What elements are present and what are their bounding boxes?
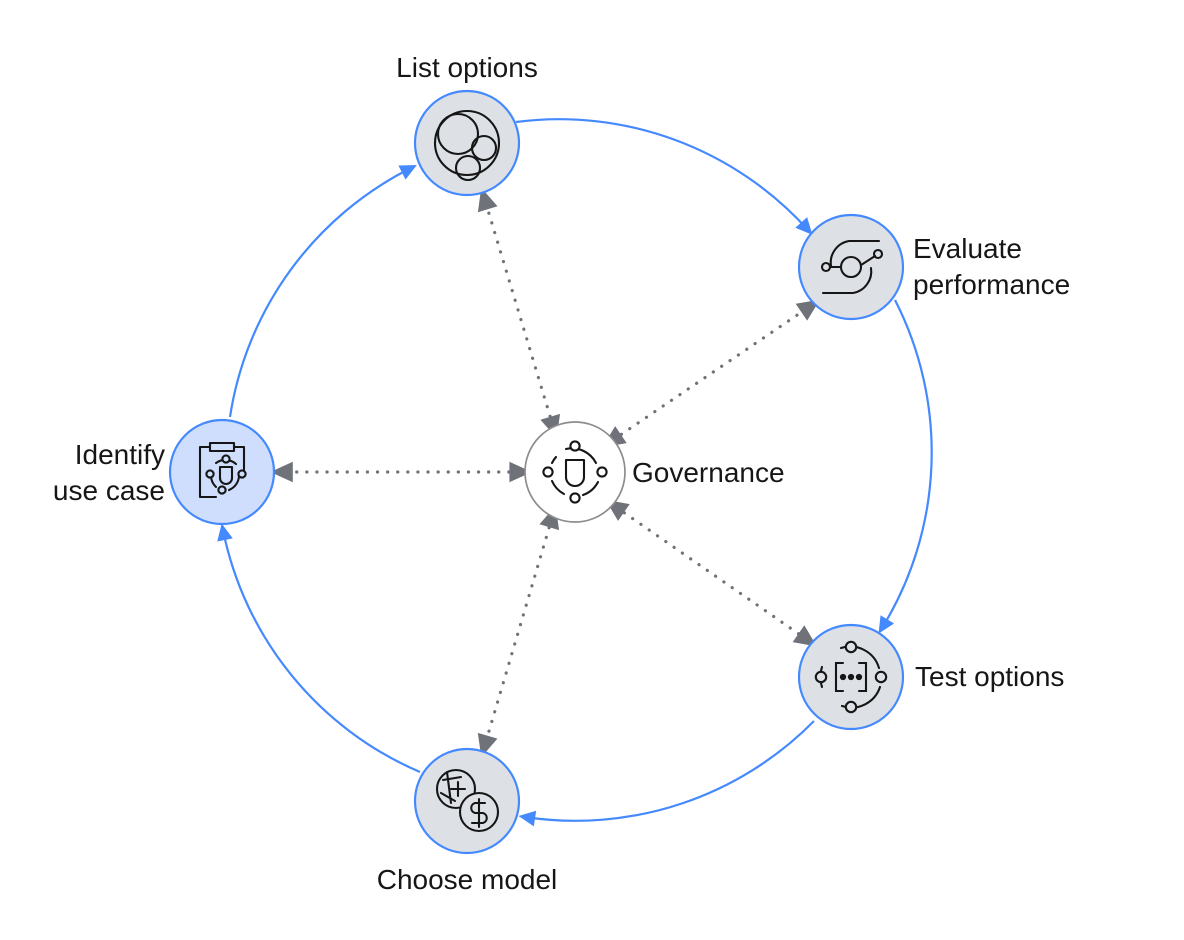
node-test-options[interactable] (797, 623, 905, 731)
cycle-edge-identify-to-list (228, 165, 417, 418)
shield-orbit-icon (542, 440, 608, 504)
node-label-test-options: Test options (915, 661, 1065, 692)
node-identify-use-case-circle[interactable] (168, 418, 276, 526)
hub-edge-governance-test (605, 499, 817, 647)
hub-edge-governance-choose (477, 505, 560, 758)
node-choose-model[interactable] (413, 747, 521, 855)
brackets-orbit-icon (814, 640, 888, 714)
node-label-governance: Governance (632, 457, 785, 488)
clipboard-shield-icon (198, 441, 247, 499)
cycle-edge-evaluate-to-test (878, 299, 933, 634)
node-label-identify-use-case: Identify use case (52, 439, 165, 506)
node-evaluate-performance[interactable] (797, 213, 905, 321)
hub-edge-governance-evaluate (602, 299, 820, 448)
node-governance-circle[interactable] (524, 421, 626, 523)
coins-plus-dollar-icon (435, 768, 500, 833)
node-list-options[interactable] (413, 89, 521, 197)
hub-connector-group (270, 187, 820, 758)
cycle-edge-test-to-choose (518, 720, 815, 827)
node-label-list-options: List options (396, 52, 538, 83)
node-identify-use-case[interactable] (168, 418, 276, 526)
cycle-edge-list-to-evaluate (515, 118, 813, 235)
s-curve-node-icon (820, 239, 884, 295)
cycle-edge-choose-to-identify (217, 523, 421, 774)
node-list-options-circle[interactable] (413, 89, 521, 197)
node-label-choose-model: Choose model (376, 864, 558, 895)
node-label-evaluate-performance: Evaluate performance (913, 233, 1071, 300)
cycle-arrow-group (217, 118, 933, 827)
hub-edge-governance-list (477, 187, 561, 439)
node-governance[interactable] (524, 421, 626, 523)
circles-group-icon (433, 109, 501, 182)
